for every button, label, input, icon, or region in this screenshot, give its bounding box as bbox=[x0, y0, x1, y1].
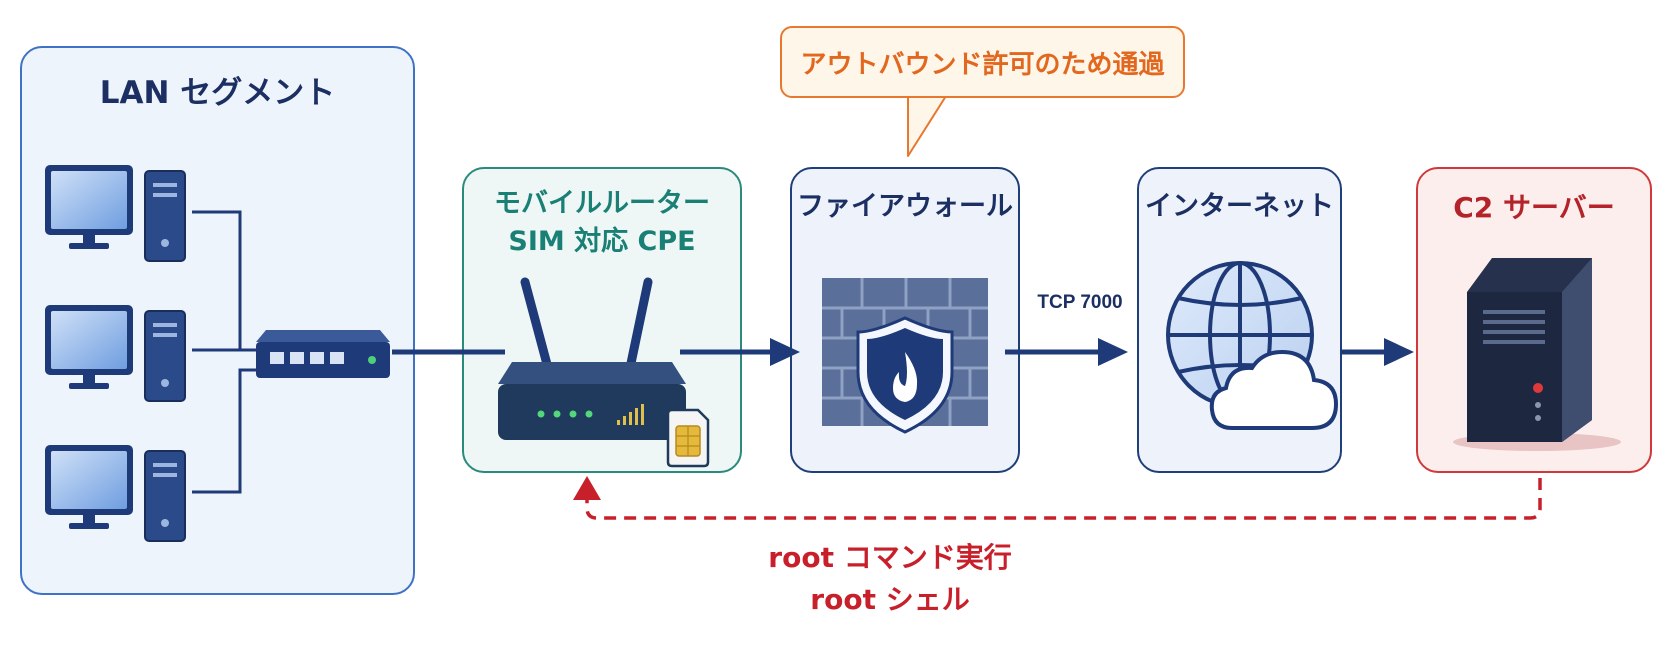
cloud-icon bbox=[1209, 349, 1339, 430]
internet-label: インターネット bbox=[1145, 191, 1334, 222]
flow-arrow-internet-c2 bbox=[1340, 338, 1414, 366]
tcp-port-label: TCP 7000 bbox=[1037, 292, 1123, 313]
mobile-router-label-line2: SIM 対応 CPE bbox=[508, 225, 696, 257]
network-switch-icon bbox=[256, 330, 390, 378]
wireless-router-icon bbox=[498, 277, 686, 440]
callout-tail bbox=[906, 94, 948, 157]
lan-cables bbox=[192, 210, 262, 494]
mobile-router-label: モバイルルーター SIM 対応 CPE bbox=[462, 185, 742, 261]
return-path-label-shell: root シェル bbox=[810, 583, 970, 616]
return-path-arrow bbox=[573, 476, 1542, 520]
desktop-computer-icon bbox=[45, 445, 186, 542]
return-path-label-command: root コマンド実行 bbox=[768, 541, 1012, 574]
flow-arrow-firewall-internet bbox=[1005, 338, 1128, 366]
c2-server-label: C2 サーバー bbox=[1453, 191, 1615, 224]
mobile-router-label-line1: モバイルルーター bbox=[494, 188, 710, 219]
desktop-computer-icon bbox=[45, 305, 186, 402]
flow-arrow-router-firewall bbox=[680, 338, 800, 366]
server-tower-icon bbox=[1453, 258, 1621, 451]
outbound-allowed-callout: アウトバウンド許可のため通過 bbox=[780, 26, 1185, 98]
sim-card-icon bbox=[666, 408, 710, 468]
firewall-label: ファイアウォール bbox=[797, 191, 1013, 222]
lan-segment-label: LAN セグメント bbox=[99, 75, 336, 111]
firewall-shield-icon bbox=[822, 278, 988, 434]
desktop-computer-icon bbox=[45, 165, 186, 262]
